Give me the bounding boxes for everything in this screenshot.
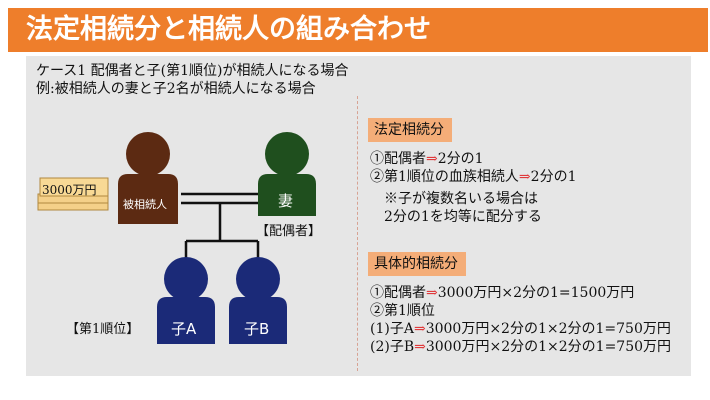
arrow-icon: ⇒: [426, 151, 438, 167]
concrete-share-heading: 具体的相続分: [368, 252, 466, 276]
legal-share-note-2: 2分の1を均等に配分する: [384, 209, 542, 225]
title-banner: 法定相続分と相続人の組み合わせ: [8, 8, 708, 52]
legal-share-line-2: ②第1順位の血族相続人⇒2分の1: [370, 168, 576, 186]
wife-label: 妻: [278, 192, 294, 210]
concrete-line1-calc: 3000万円×2分の1=1500万円: [437, 285, 635, 301]
case-description: ケース1 配偶者と子(第1順位)が相続人になる場合: [36, 63, 349, 79]
estate-amount-label: 3000万円: [42, 183, 97, 197]
child-b-person-icon: [229, 257, 287, 344]
arrow-icon: ⇒: [518, 169, 531, 185]
child-b-label: 子B: [244, 320, 270, 338]
example-description: 例:被相続人の妻と子2名が相続人になる場合: [36, 81, 316, 97]
concrete-share-line-4: (2)子B⇒3000万円×2分の1×2分の1=750万円: [370, 338, 671, 356]
concrete-line1-subject: ①配偶者: [370, 285, 426, 301]
deceased-label: 被相続人: [123, 198, 167, 211]
concrete-line3-calc: 3000万円×2分の1×2分の1=750万円: [425, 321, 671, 337]
relationship-lines: [181, 192, 261, 266]
money-stack-icon: [37, 177, 109, 211]
legal-share-heading: 法定相続分: [368, 118, 452, 142]
section-divider: [357, 96, 358, 371]
first-rank-caption: 【第1順位】: [66, 322, 140, 337]
concrete-line4-subject: (2)子B: [370, 339, 415, 355]
arrow-icon: ⇒: [413, 321, 426, 337]
legal-line1-share: 2分の1: [437, 151, 484, 167]
spouse-caption: 【配偶者】: [256, 224, 322, 239]
arrow-icon: ⇒: [426, 285, 438, 301]
legal-share-line-1: ①配偶者⇒2分の1: [370, 150, 484, 168]
concrete-share-line-2: ②第1順位: [370, 303, 435, 319]
content-panel: ケース1 配偶者と子(第1順位)が相続人になる場合 例:被相続人の妻と子2名が相…: [26, 56, 691, 376]
family-diagram: [37, 132, 316, 344]
page-title: 法定相続分と相続人の組み合わせ: [26, 14, 431, 45]
legal-share-note-1: ※子が複数名いる場合は: [384, 191, 538, 207]
legal-line2-share: 2分の1: [530, 169, 577, 185]
arrow-icon: ⇒: [414, 339, 426, 355]
concrete-share-line-1: ①配偶者⇒3000万円×2分の1=1500万円: [370, 284, 634, 302]
child-a-person-icon: [157, 257, 215, 344]
concrete-line3-subject: (1)子A: [370, 321, 414, 337]
wife-person-icon: [258, 132, 316, 216]
concrete-share-line-3: (1)子A⇒3000万円×2分の1×2分の1=750万円: [370, 320, 671, 338]
concrete-line4-calc: 3000万円×2分の1×2分の1=750万円: [425, 339, 672, 355]
deceased-person-icon: [118, 132, 178, 224]
legal-line1-subject: ①配偶者: [370, 151, 426, 167]
child-a-label: 子A: [171, 320, 197, 338]
legal-line2-subject: ②第1順位の血族相続人: [370, 169, 519, 185]
